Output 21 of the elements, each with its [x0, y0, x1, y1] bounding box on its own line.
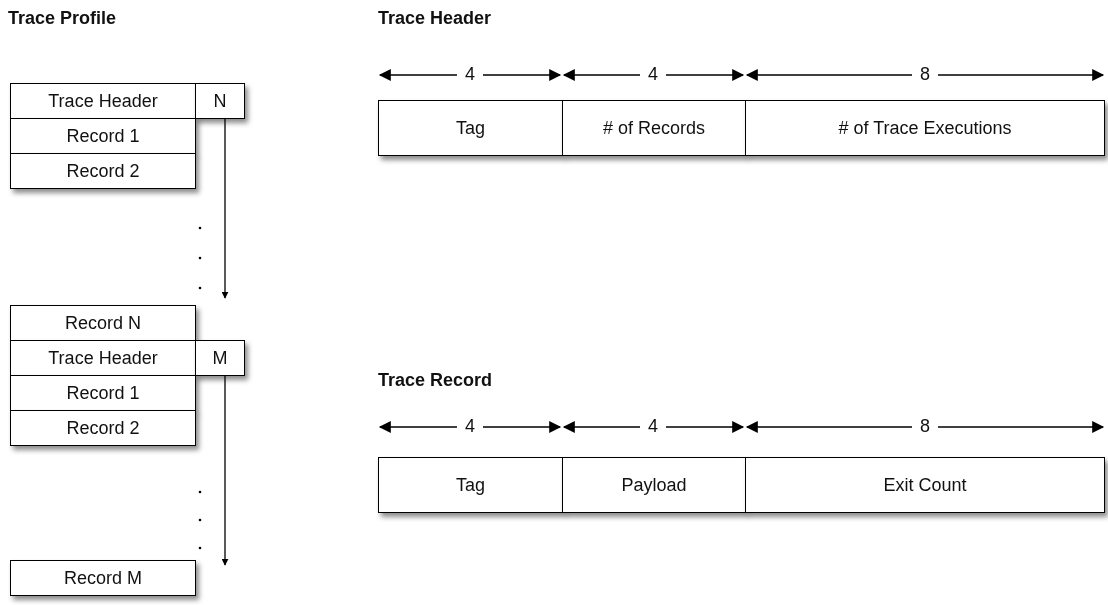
field-cell: Payload [562, 457, 746, 513]
section-title: Trace Profile [8, 8, 117, 29]
record-box: Record 2 [10, 410, 196, 446]
record-box: Record N [10, 305, 196, 341]
field-cell: Exit Count [745, 457, 1105, 513]
record-box: Trace Header [10, 83, 196, 119]
record-box: Record 1 [10, 375, 196, 411]
field-cell: Tag [378, 100, 563, 156]
count-box: M [195, 340, 245, 376]
count-box: N [195, 83, 245, 119]
section-title: Trace Header [378, 8, 492, 29]
record-box: Record 1 [10, 118, 196, 154]
record-box: Trace Header [10, 340, 196, 376]
arrow [221, 375, 229, 566]
record-box: Record M [10, 560, 196, 596]
section-title: Trace Record [378, 370, 493, 391]
arrow [221, 118, 229, 299]
field-cell: Tag [378, 457, 563, 513]
field-cell: # of Records [562, 100, 746, 156]
record-box: Record 2 [10, 153, 196, 189]
field-cell: # of Trace Executions [745, 100, 1105, 156]
